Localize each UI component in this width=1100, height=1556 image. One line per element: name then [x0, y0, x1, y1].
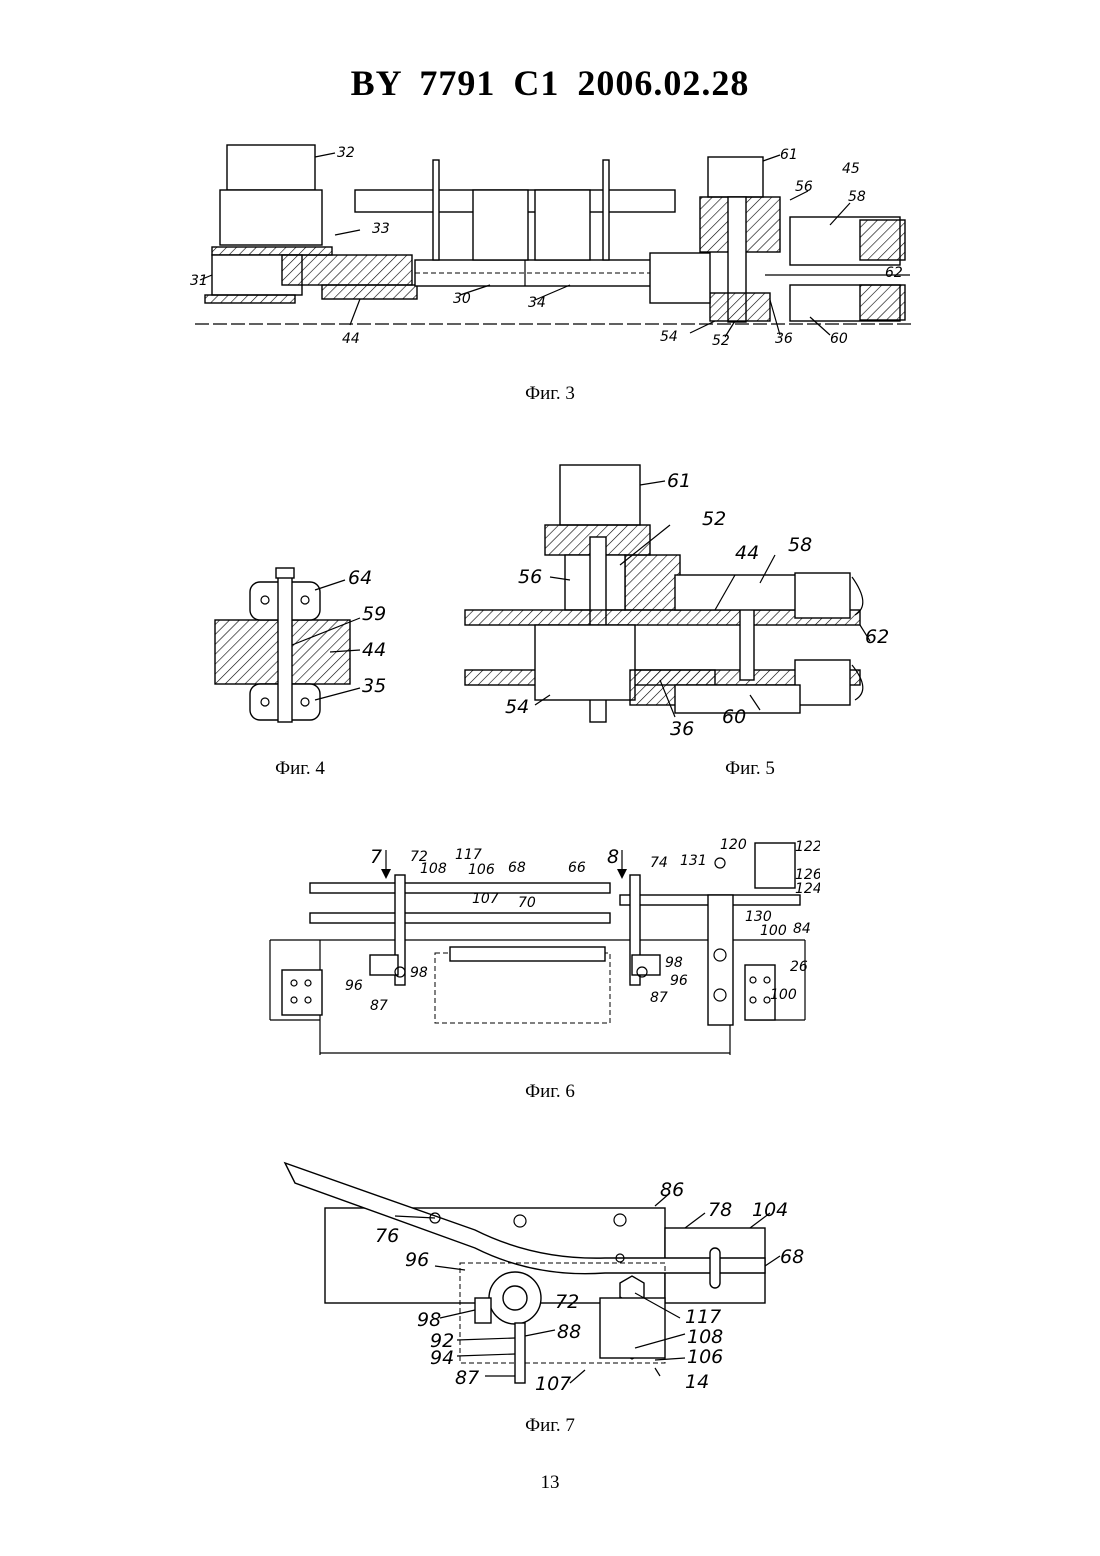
fig7-label-98: 98 [417, 1309, 441, 1331]
figure-5-caption: Фиг. 5 [700, 758, 800, 780]
fig3-label-45: 45 [842, 161, 860, 177]
fig6-label-108: 108 [420, 861, 447, 877]
fig4-label-44: 44 [362, 639, 386, 661]
fig6-label-131: 131 [680, 853, 707, 869]
figure-6-caption: Фиг. 6 [500, 1081, 600, 1103]
fig4-label-35: 35 [362, 675, 386, 697]
fig7-label-117: 117 [685, 1306, 721, 1328]
fig5-label-62: 62 [865, 626, 889, 648]
fig7-label-96: 96 [405, 1249, 429, 1271]
fig6-label-100-bottom: 100 [770, 987, 797, 1003]
fig5-label-54: 54 [505, 696, 529, 718]
fig3-label-44: 44 [342, 331, 360, 347]
fig7-label-108: 108 [687, 1326, 723, 1348]
fig6-label-8: 8 [607, 846, 619, 868]
fig6-label-106: 106 [468, 862, 495, 878]
fig3-label-36: 36 [775, 331, 793, 347]
figure-3-drawing: 32 61 45 56 58 33 31 62 44 30 34 54 52 3… [190, 135, 920, 355]
fig7-label-86: 86 [660, 1179, 684, 1201]
fig7-label-107: 107 [535, 1373, 571, 1395]
fig3-label-32: 32 [337, 145, 355, 161]
fig7-label-68: 68 [780, 1246, 804, 1268]
fig6-label-84: 84 [793, 921, 811, 937]
patent-header: BY 7791 C1 2006.02.28 [0, 62, 1100, 104]
fig6-label-70: 70 [518, 895, 536, 911]
figure-3-caption: Фиг. 3 [500, 383, 600, 405]
fig6-label-100-top: 100 [760, 923, 787, 939]
fig6-label-74: 74 [650, 855, 668, 871]
fig3-label-60: 60 [830, 331, 848, 347]
fig6-label-87-right: 87 [650, 990, 668, 1006]
fig3-label-31: 31 [190, 273, 208, 289]
fig3-label-30: 30 [453, 291, 471, 307]
fig3-label-34: 34 [528, 295, 546, 311]
fig7-label-72: 72 [555, 1291, 579, 1313]
fig5-label-58: 58 [788, 534, 812, 556]
fig6-label-98-right: 98 [665, 955, 683, 971]
fig6-label-96-right: 96 [670, 973, 688, 989]
figure-4-caption: Фиг. 4 [250, 758, 350, 780]
fig6-label-124: 124 [795, 881, 820, 897]
fig6-label-120: 120 [720, 837, 747, 853]
fig6-label-7: 7 [370, 846, 382, 868]
fig3-label-33: 33 [372, 221, 390, 237]
figure-7-drawing: 86 78 104 76 96 68 72 98 88 117 92 108 9… [275, 1158, 815, 1398]
fig6-label-98-left: 98 [410, 965, 428, 981]
figure-5-drawing: 61 52 44 58 56 62 54 36 60 [460, 455, 900, 745]
fig5-label-60: 60 [722, 706, 746, 728]
fig7-label-104: 104 [752, 1199, 788, 1221]
fig6-label-96-left: 96 [345, 978, 363, 994]
fig3-label-54: 54 [660, 329, 678, 345]
fig5-label-61: 61 [667, 470, 691, 492]
fig7-label-14: 14 [685, 1371, 709, 1393]
figure-4-drawing: 64 59 44 35 [210, 560, 410, 730]
fig5-label-36: 36 [670, 718, 694, 740]
fig3-label-52: 52 [712, 333, 730, 349]
fig6-label-26: 26 [790, 959, 808, 975]
fig7-label-87: 87 [455, 1367, 479, 1389]
fig7-label-106: 106 [687, 1346, 723, 1368]
fig5-label-52: 52 [702, 508, 726, 530]
fig7-label-88: 88 [557, 1321, 581, 1343]
fig6-label-68: 68 [508, 860, 526, 876]
fig3-label-62: 62 [885, 265, 903, 281]
fig6-label-107: 107 [472, 891, 499, 907]
figure-6-drawing: 7 72 108 117 106 68 66 8 74 131 120 122 … [260, 835, 820, 1065]
fig5-label-44: 44 [735, 542, 759, 564]
fig5-label-56: 56 [518, 566, 542, 588]
figure-7-caption: Фиг. 7 [500, 1415, 600, 1437]
fig7-label-94: 94 [430, 1347, 454, 1369]
fig6-label-87-left: 87 [370, 998, 388, 1014]
fig6-label-117: 117 [455, 847, 482, 863]
fig3-label-56: 56 [795, 179, 813, 195]
fig3-label-58: 58 [848, 189, 866, 205]
fig6-label-122: 122 [795, 839, 820, 855]
fig6-label-66: 66 [568, 860, 586, 876]
fig7-label-78: 78 [708, 1199, 732, 1221]
fig3-label-61: 61 [780, 147, 798, 163]
fig4-label-64: 64 [348, 567, 372, 589]
fig4-label-59: 59 [362, 603, 386, 625]
page-number: 13 [0, 1472, 1100, 1494]
fig7-label-76: 76 [375, 1225, 399, 1247]
